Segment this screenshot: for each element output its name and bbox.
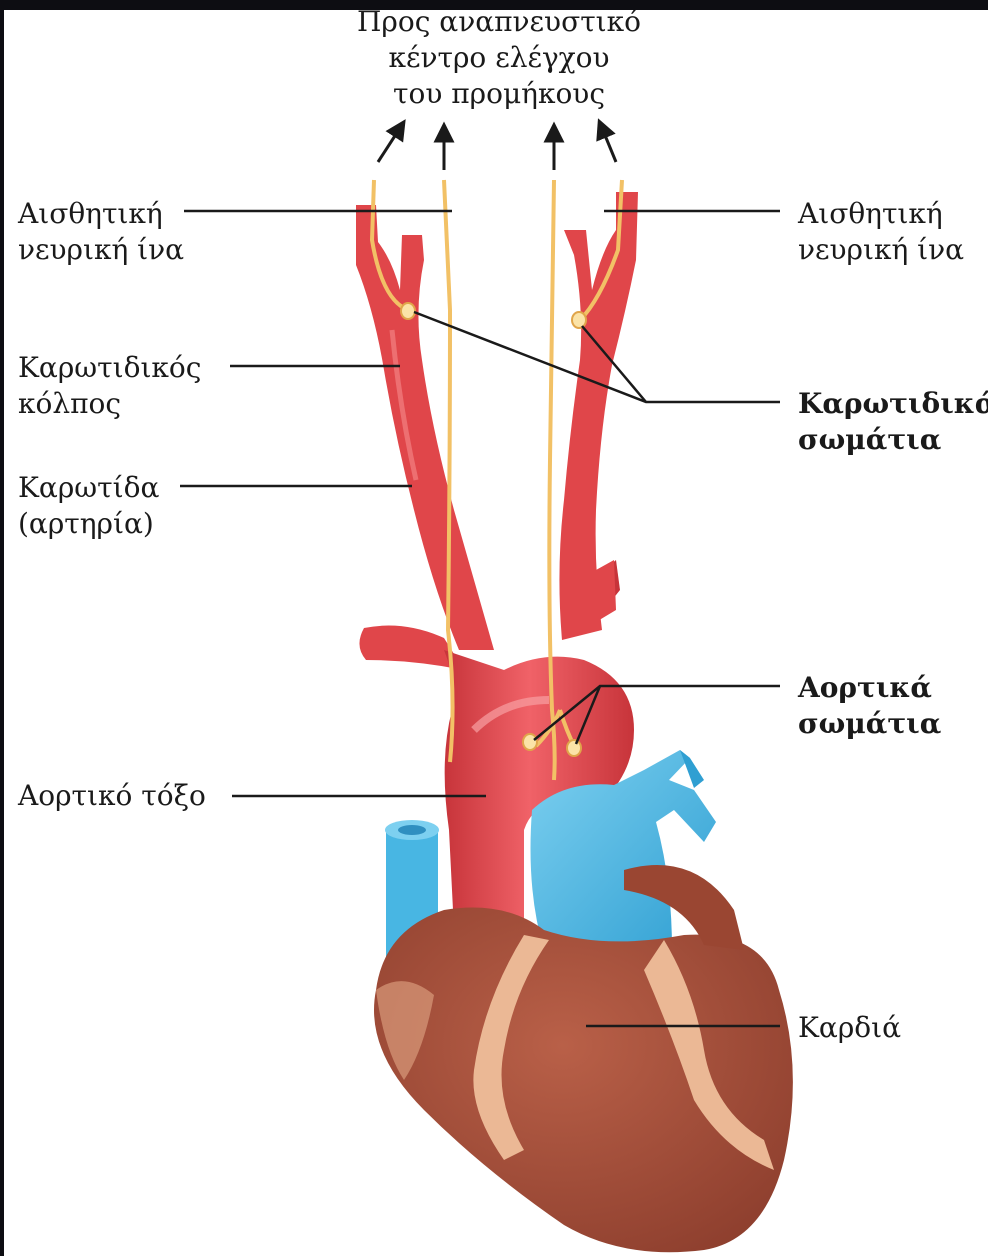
- label-aortic-bodies: Αορτικά σωμάτια: [798, 670, 941, 742]
- label-carotid-artery: Καρωτίδα (αρτηρία): [18, 470, 159, 542]
- carotid-body-left: [401, 303, 415, 319]
- carotid-body-right: [572, 312, 586, 328]
- label-carotid-bodies: Καρωτιδικά σωμάτια: [798, 386, 988, 458]
- diagram-canvas: Προς αναπνευστικό κέντρο ελέγχου του προ…: [4, 10, 988, 1256]
- label-sensory-nerve-left: Αισθητική νευρική ίνα: [18, 196, 184, 268]
- label-to-medulla: Προς αναπνευστικό κέντρο ελέγχου του προ…: [334, 10, 664, 112]
- right-subclavian-stub: [596, 560, 616, 622]
- left-carotid-artery: [356, 205, 494, 650]
- aortic-body-2: [567, 740, 581, 756]
- arrow-1: [378, 128, 400, 162]
- aortic-body-1: [523, 734, 537, 750]
- label-heart: Καρδιά: [798, 1010, 901, 1046]
- label-carotid-sinus: Καρωτιδικός κόλπος: [18, 350, 201, 422]
- arrows-to-medulla: [378, 128, 616, 170]
- label-aortic-arch: Αορτικό τόξο: [18, 778, 206, 814]
- nerve-left-vagus: [444, 180, 453, 762]
- arrow-4: [602, 128, 616, 162]
- label-sensory-nerve-right: Αισθητική νευρική ίνα: [798, 196, 964, 268]
- carotid-bodies: [401, 303, 586, 328]
